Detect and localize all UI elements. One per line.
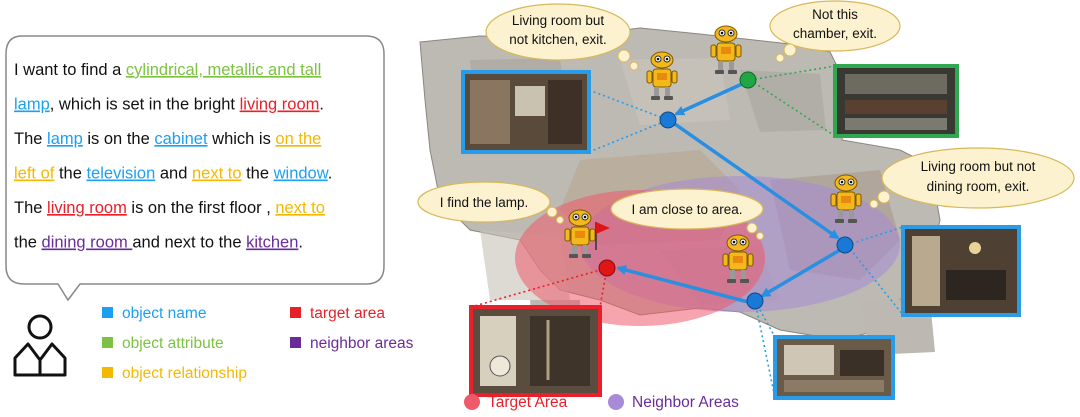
thought-bubble-text: dining room, exit. xyxy=(927,179,1030,194)
path-node xyxy=(836,236,854,254)
area-legend-dot xyxy=(608,394,624,410)
thought-bubble-text: chamber, exit. xyxy=(793,26,877,41)
thought-bubble-text: Living room but not xyxy=(921,159,1036,174)
thought-bubble xyxy=(485,3,631,61)
query-relation-span: on the xyxy=(275,130,321,148)
thought-bubble-tail xyxy=(775,53,785,63)
legend-label: neighbor areas xyxy=(310,335,414,352)
thought-bubble-tail xyxy=(617,49,631,63)
query-object-span: window xyxy=(273,165,329,183)
query-object-span: lamp xyxy=(47,130,83,148)
query-text-span: , which is set in the bright xyxy=(50,96,240,114)
room-photo-kitchen xyxy=(461,70,591,154)
query-target-span: living room xyxy=(47,199,127,217)
area-legend-label: Target Area xyxy=(488,394,568,411)
query-text-span: which is xyxy=(208,130,276,148)
thought-bubble-text: Not this xyxy=(812,7,858,22)
query-line: left of the television and next to the w… xyxy=(14,165,332,183)
thought-bubble xyxy=(881,147,1075,209)
legend-swatch xyxy=(290,307,301,318)
query-line: The lamp is on the cabinet which is on t… xyxy=(14,130,321,148)
legend-label: object attribute xyxy=(122,335,224,352)
query-text-span: The xyxy=(14,130,47,148)
query-text-span: the xyxy=(14,234,42,252)
room-photo-target xyxy=(469,305,602,397)
path-node xyxy=(746,292,764,310)
query-object-span: cabinet xyxy=(154,130,208,148)
area-legend-dot xyxy=(464,394,480,410)
path-node xyxy=(659,111,677,129)
query-neighbor-span: kitchen xyxy=(246,234,298,252)
query-object-span: television xyxy=(86,165,155,183)
thought-bubble-tail xyxy=(783,43,797,57)
query-text-span: . xyxy=(319,96,324,114)
thought-bubble-tail xyxy=(546,206,558,218)
legend-label: target area xyxy=(310,305,385,322)
area-legend-label: Neighbor Areas xyxy=(632,394,739,411)
flag-icon xyxy=(595,222,610,250)
query-attribute-span: cylindrical, metallic and tall xyxy=(126,61,321,79)
thought-bubble-text: I am close to area. xyxy=(631,202,742,217)
thought-bubble-text: I find the lamp. xyxy=(440,195,529,210)
thought-bubble-tail xyxy=(877,190,891,204)
query-text-span: I want to find a xyxy=(14,61,126,79)
query-relation-span: next to xyxy=(192,165,242,183)
thought-bubble-tail xyxy=(556,216,564,224)
query-text-span: the xyxy=(54,165,86,183)
thought-bubble xyxy=(610,188,764,230)
thought-bubble-text: Living room but xyxy=(512,13,605,28)
query-text-span: The xyxy=(14,199,47,217)
legend: object name target area object attribute ne… xyxy=(102,305,414,382)
thought-bubble-tail xyxy=(869,199,879,209)
query-text-span: . xyxy=(298,234,303,252)
query-relation-span: left of xyxy=(14,165,55,183)
legend-label: object name xyxy=(122,305,206,322)
query-target-span: living room xyxy=(240,96,320,114)
query-text-span: and next to the xyxy=(132,234,246,252)
area-legend: Target Area Neighbor Areas xyxy=(464,394,739,411)
room-photo-living xyxy=(773,335,895,400)
query-bubble xyxy=(5,35,385,302)
query-object-span: lamp xyxy=(14,96,50,114)
query-neighbor-span: dining room xyxy=(42,234,133,252)
query-line: The living room is on the first floor , … xyxy=(14,199,325,217)
thought-bubble xyxy=(417,181,551,223)
query-text-span: and xyxy=(155,165,192,183)
legend-swatch xyxy=(102,367,113,378)
user-icon xyxy=(13,314,67,377)
room-photo-theater xyxy=(833,64,959,138)
thought-bubble xyxy=(769,0,901,52)
legend-swatch xyxy=(290,337,301,348)
thought-bubble-tail xyxy=(756,232,764,240)
query-relation-span: next to xyxy=(275,199,325,217)
query-text-span: is on the first floor , xyxy=(127,199,276,217)
query-line: the dining room and next to the kitchen. xyxy=(14,234,303,252)
query-text-span: the xyxy=(242,165,274,183)
query-text-span: . xyxy=(328,165,333,183)
query-line: I want to find a cylindrical, metallic a… xyxy=(14,61,321,79)
legend-swatch xyxy=(102,337,113,348)
room-photo-dining xyxy=(901,225,1021,317)
query-line: lamp, which is set in the bright living … xyxy=(14,96,324,114)
start-node xyxy=(739,71,757,89)
query-text-span: is on the xyxy=(83,130,155,148)
thought-bubble-tail xyxy=(746,222,758,234)
speech-bubbles: Living room but not kitchen, exit. Not thi… xyxy=(417,0,1075,240)
legend-swatch xyxy=(102,307,113,318)
thought-bubble-text: not kitchen, exit. xyxy=(509,32,607,47)
query-text: I want to find a cylindrical, metallic a… xyxy=(14,61,332,252)
target-node xyxy=(598,259,616,277)
thought-bubble-tail xyxy=(629,61,639,71)
legend-label: object relationship xyxy=(122,365,247,382)
path-arrows xyxy=(616,82,841,304)
